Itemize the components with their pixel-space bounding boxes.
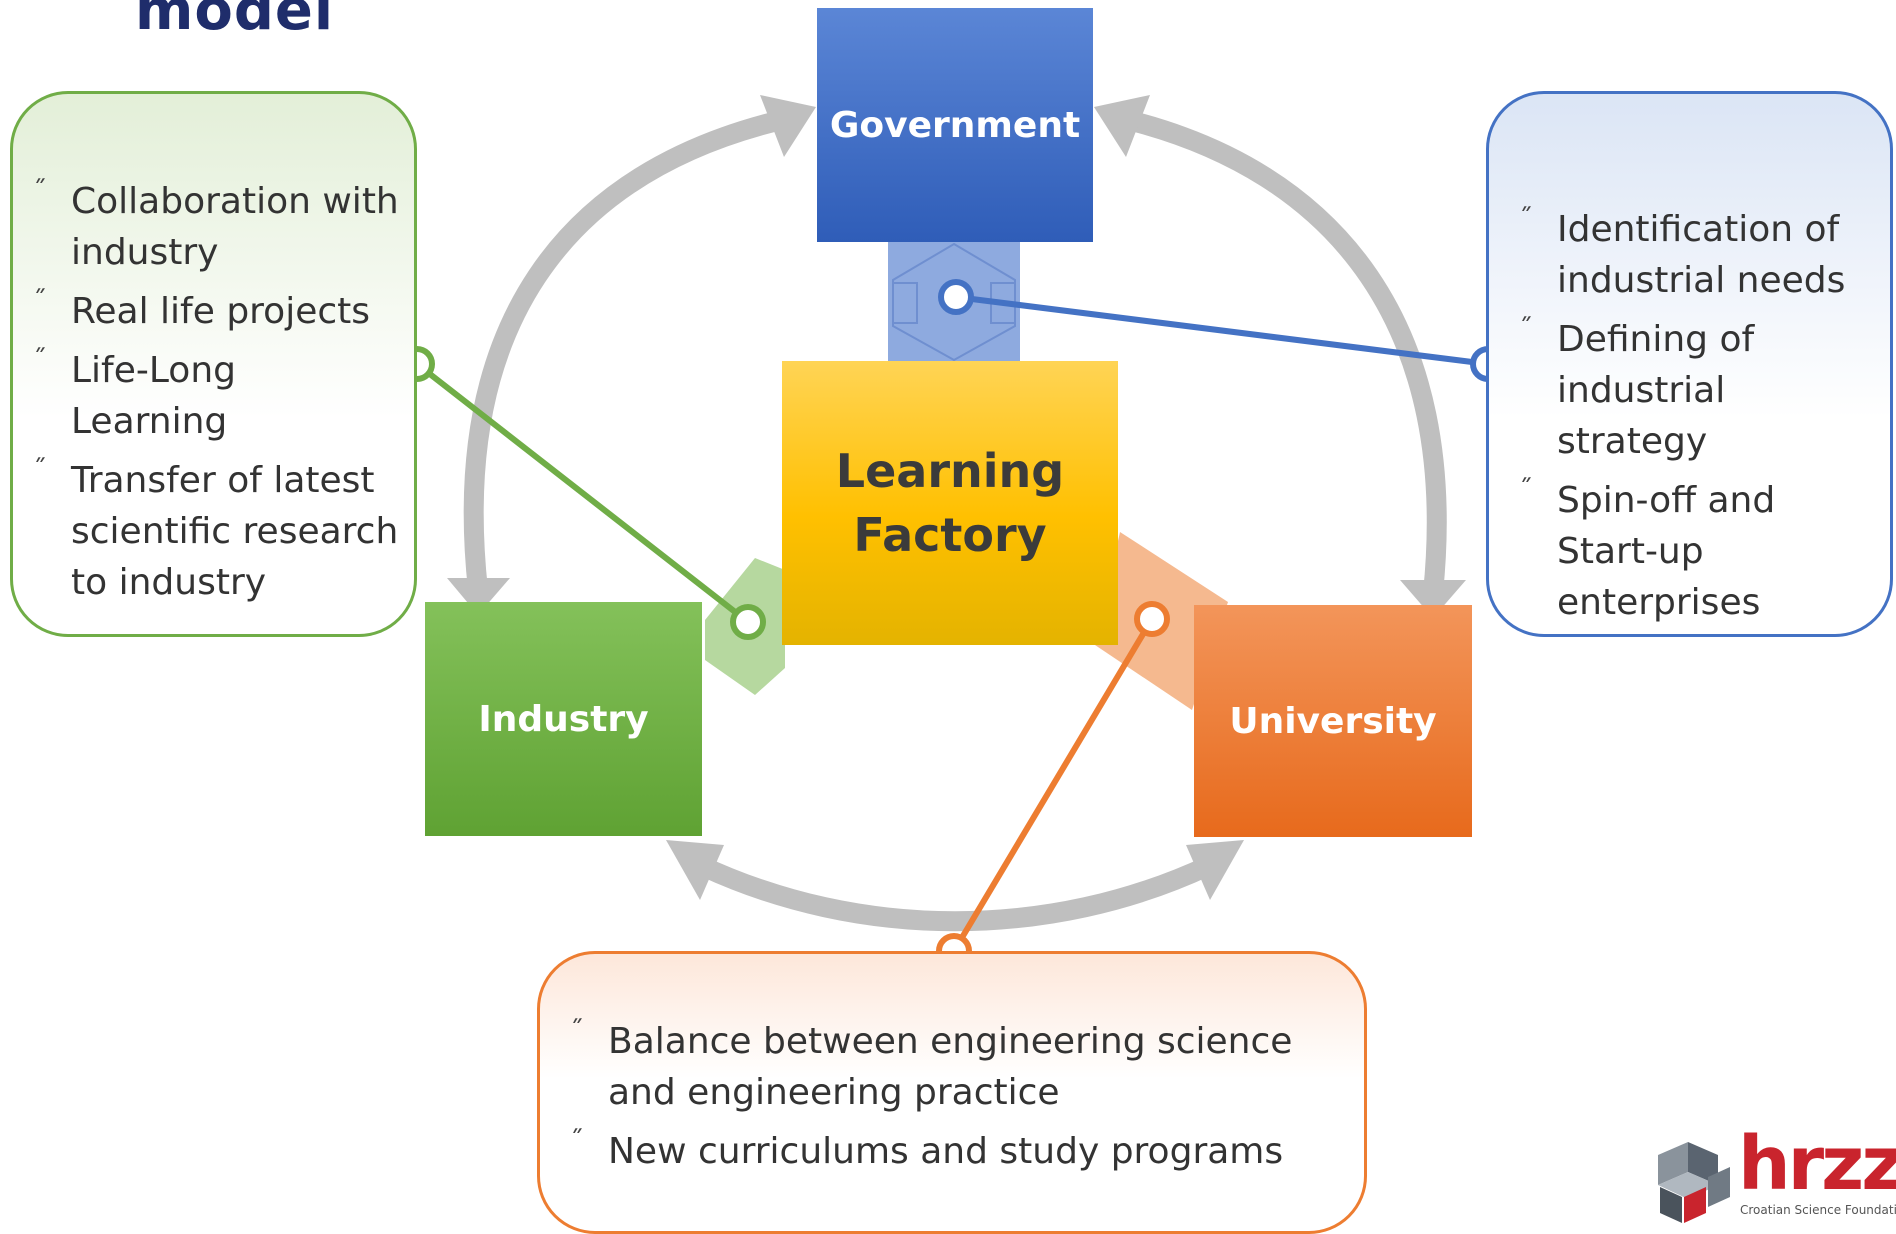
cubes-icon (1658, 1142, 1730, 1223)
arrowhead-industry-top (447, 578, 510, 615)
learning-factory-label-line1: Learning (835, 444, 1065, 498)
government-info-box: ˝ Identification of industrial needs ˝ Def… (1486, 91, 1893, 637)
arrowhead-university-bottom (1186, 840, 1244, 900)
cycle-arrow-government-university (1117, 108, 1447, 595)
list-item: ˝ Transfer of latest scientific research … (13, 455, 400, 608)
cycle-arrow-government-industry (463, 108, 793, 592)
bullet-glyph: ˝ (33, 176, 46, 206)
list-item-text: Identification of industrial needs (1557, 209, 1846, 301)
university-node: University (1194, 605, 1472, 837)
university-label: University (1229, 700, 1437, 742)
list-item: ˝ Defining of industrial strategy (1499, 314, 1880, 467)
list-item: ˝ Identification of industrial needs (1499, 204, 1880, 306)
list-item-text: Transfer of latest scientific research t… (71, 460, 399, 603)
list-item-text: Balance between engineering science and … (608, 1021, 1293, 1113)
bullet-glyph: ˝ (33, 345, 46, 375)
logo-text: hrzz (1738, 1121, 1896, 1207)
learning-factory-node: Learning Factory (782, 361, 1118, 645)
industry-node: Industry (425, 602, 702, 836)
industry-info-box: ˝ Collaboration with industry ˝ Real life … (10, 91, 417, 637)
list-item-text: New curriculums and study programs (608, 1131, 1284, 1172)
list-item: ˝ Balance between engineering science and… (550, 1016, 1364, 1118)
list-item: ˝ Life-Long Learning (13, 345, 400, 447)
arrowhead-government-left (760, 95, 816, 157)
arrowhead-university-top (1400, 580, 1466, 618)
list-item-text: Real life projects (71, 291, 371, 332)
list-item: ˝ Real life projects (13, 286, 400, 337)
cycle-arrow-industry-university (695, 855, 1215, 932)
logo-subtitle: Croatian Science Foundation (1740, 1203, 1896, 1217)
hrzz-logo: hrzz Croatian Science Foundation (1638, 1121, 1896, 1227)
learning-factory-label-line2: Factory (853, 508, 1047, 562)
list-item: ˝ Collaboration with industry (13, 176, 400, 278)
list-item-text: Spin-off and Start-up enterprises (1557, 480, 1776, 623)
bullet-glyph: ˝ (1519, 204, 1532, 234)
list-item-text: Collaboration with industry (71, 181, 399, 273)
list-item: ˝ New curriculums and study programs (550, 1126, 1364, 1177)
bullet-glyph: ˝ (570, 1126, 583, 1156)
bullet-glyph: ˝ (33, 455, 46, 485)
bullet-glyph: ˝ (33, 286, 46, 316)
bullet-glyph: ˝ (1519, 475, 1532, 505)
university-info-box: ˝ Balance between engineering science and… (537, 951, 1367, 1234)
bullet-glyph: ˝ (1519, 314, 1532, 344)
list-item: ˝ Spin-off and Start-up enterprises (1499, 475, 1880, 628)
bullet-glyph: ˝ (570, 1016, 583, 1046)
arrowhead-industry-bottom (666, 840, 724, 900)
government-node: Government (817, 8, 1093, 242)
government-label: Government (829, 104, 1081, 146)
slide-title: model (135, 0, 335, 43)
list-item-text: Life-Long Learning (71, 350, 236, 442)
arrowhead-government-right (1094, 95, 1150, 157)
list-item-text: Defining of industrial strategy (1557, 319, 1755, 462)
industry-label: Industry (478, 698, 649, 740)
